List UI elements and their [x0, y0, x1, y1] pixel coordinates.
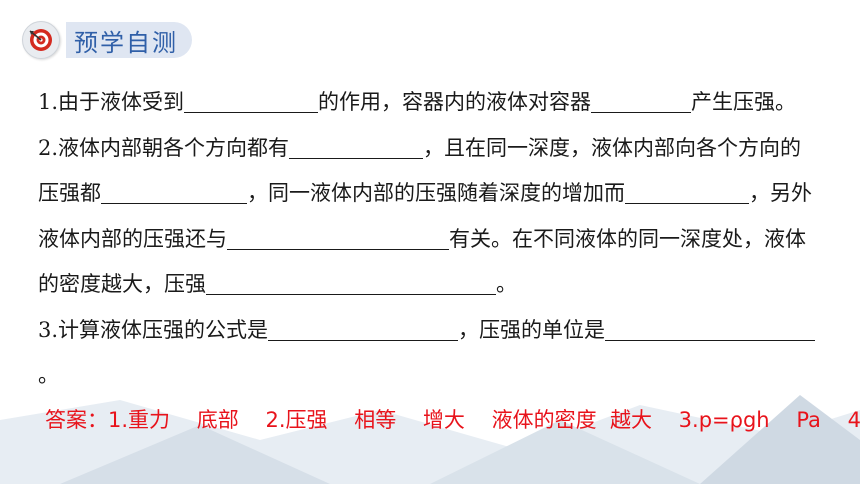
answer-blank — [101, 178, 247, 204]
q2-text-c: ，同一液体内部的压强随着深度的增加而 — [247, 181, 625, 205]
answer-3: 2.压强 — [265, 408, 328, 432]
q1-text-a: 1.由于液体受到 — [38, 90, 185, 114]
q3-text-a: 3.计算液体压强的公式是 — [38, 317, 269, 342]
answer-blank — [625, 178, 749, 204]
answer-4: 相等 — [354, 408, 397, 432]
decorative-background — [0, 395, 860, 484]
q1-text-c: 产生压强。 — [691, 90, 797, 114]
section-title: 预学自测 — [74, 28, 178, 57]
answer-7: 越大 — [609, 408, 652, 432]
answer-blank — [206, 269, 496, 295]
q2-text-e: 有关。在不同液体的同一深度处，液体的密度越大，压强 — [38, 226, 806, 297]
question-3: 3.计算液体压强的公式是 ，压强的单位是。 — [38, 308, 818, 399]
q3-text-c: 。 — [38, 363, 59, 387]
target-icon — [22, 21, 60, 59]
answer-6: 液体的密度 — [491, 408, 597, 432]
answer-blank — [591, 87, 692, 113]
answer-1: 答案：1.重力 — [45, 408, 171, 432]
q2-text-b: ，且在同一深度，液体内部向各个方向的压强都 — [38, 135, 802, 206]
answer-10: 4.液体的密度 — [847, 408, 860, 432]
answer-2: 底部 — [196, 408, 239, 432]
question-2: 2.液体内部朝各个方向都有，且在同一深度，液体内部向各个方向的压强都，同一液体内… — [38, 126, 818, 308]
q3-text-b: ，压强的单位是 — [458, 317, 606, 342]
question-text: 1.由于液体受到 的作用，容器内的液体对容器 产生压强。 2.液体内部朝各个方向都有… — [38, 80, 818, 399]
answer-9: Pa — [796, 408, 821, 432]
title-box: 预学自测 — [66, 22, 192, 58]
answer-blank — [268, 315, 459, 341]
answer-blank — [184, 87, 319, 113]
q1-text-b: 的作用，容器内的液体对容器 — [318, 90, 592, 114]
answer-8: 3.p=ρgh — [678, 408, 770, 432]
answer-blank — [289, 133, 424, 159]
section-header: 预学自测 — [22, 20, 192, 60]
q2-text-f: 。 — [496, 272, 517, 296]
q2-text-d: ，另外液体内部的压强还与 — [38, 181, 812, 251]
answer-key: 答案：1.重力 底部 2.压强 相等 增大 液体的密度 越大 3.p=ρgh P… — [45, 404, 860, 437]
answer-5: 增大 — [422, 408, 465, 432]
answer-blank — [605, 315, 816, 341]
q2-text-a: 2.液体内部朝各个方向都有 — [38, 135, 290, 160]
answer-blank — [227, 224, 449, 250]
question-1: 1.由于液体受到 的作用，容器内的液体对容器 产生压强。 — [38, 80, 818, 126]
